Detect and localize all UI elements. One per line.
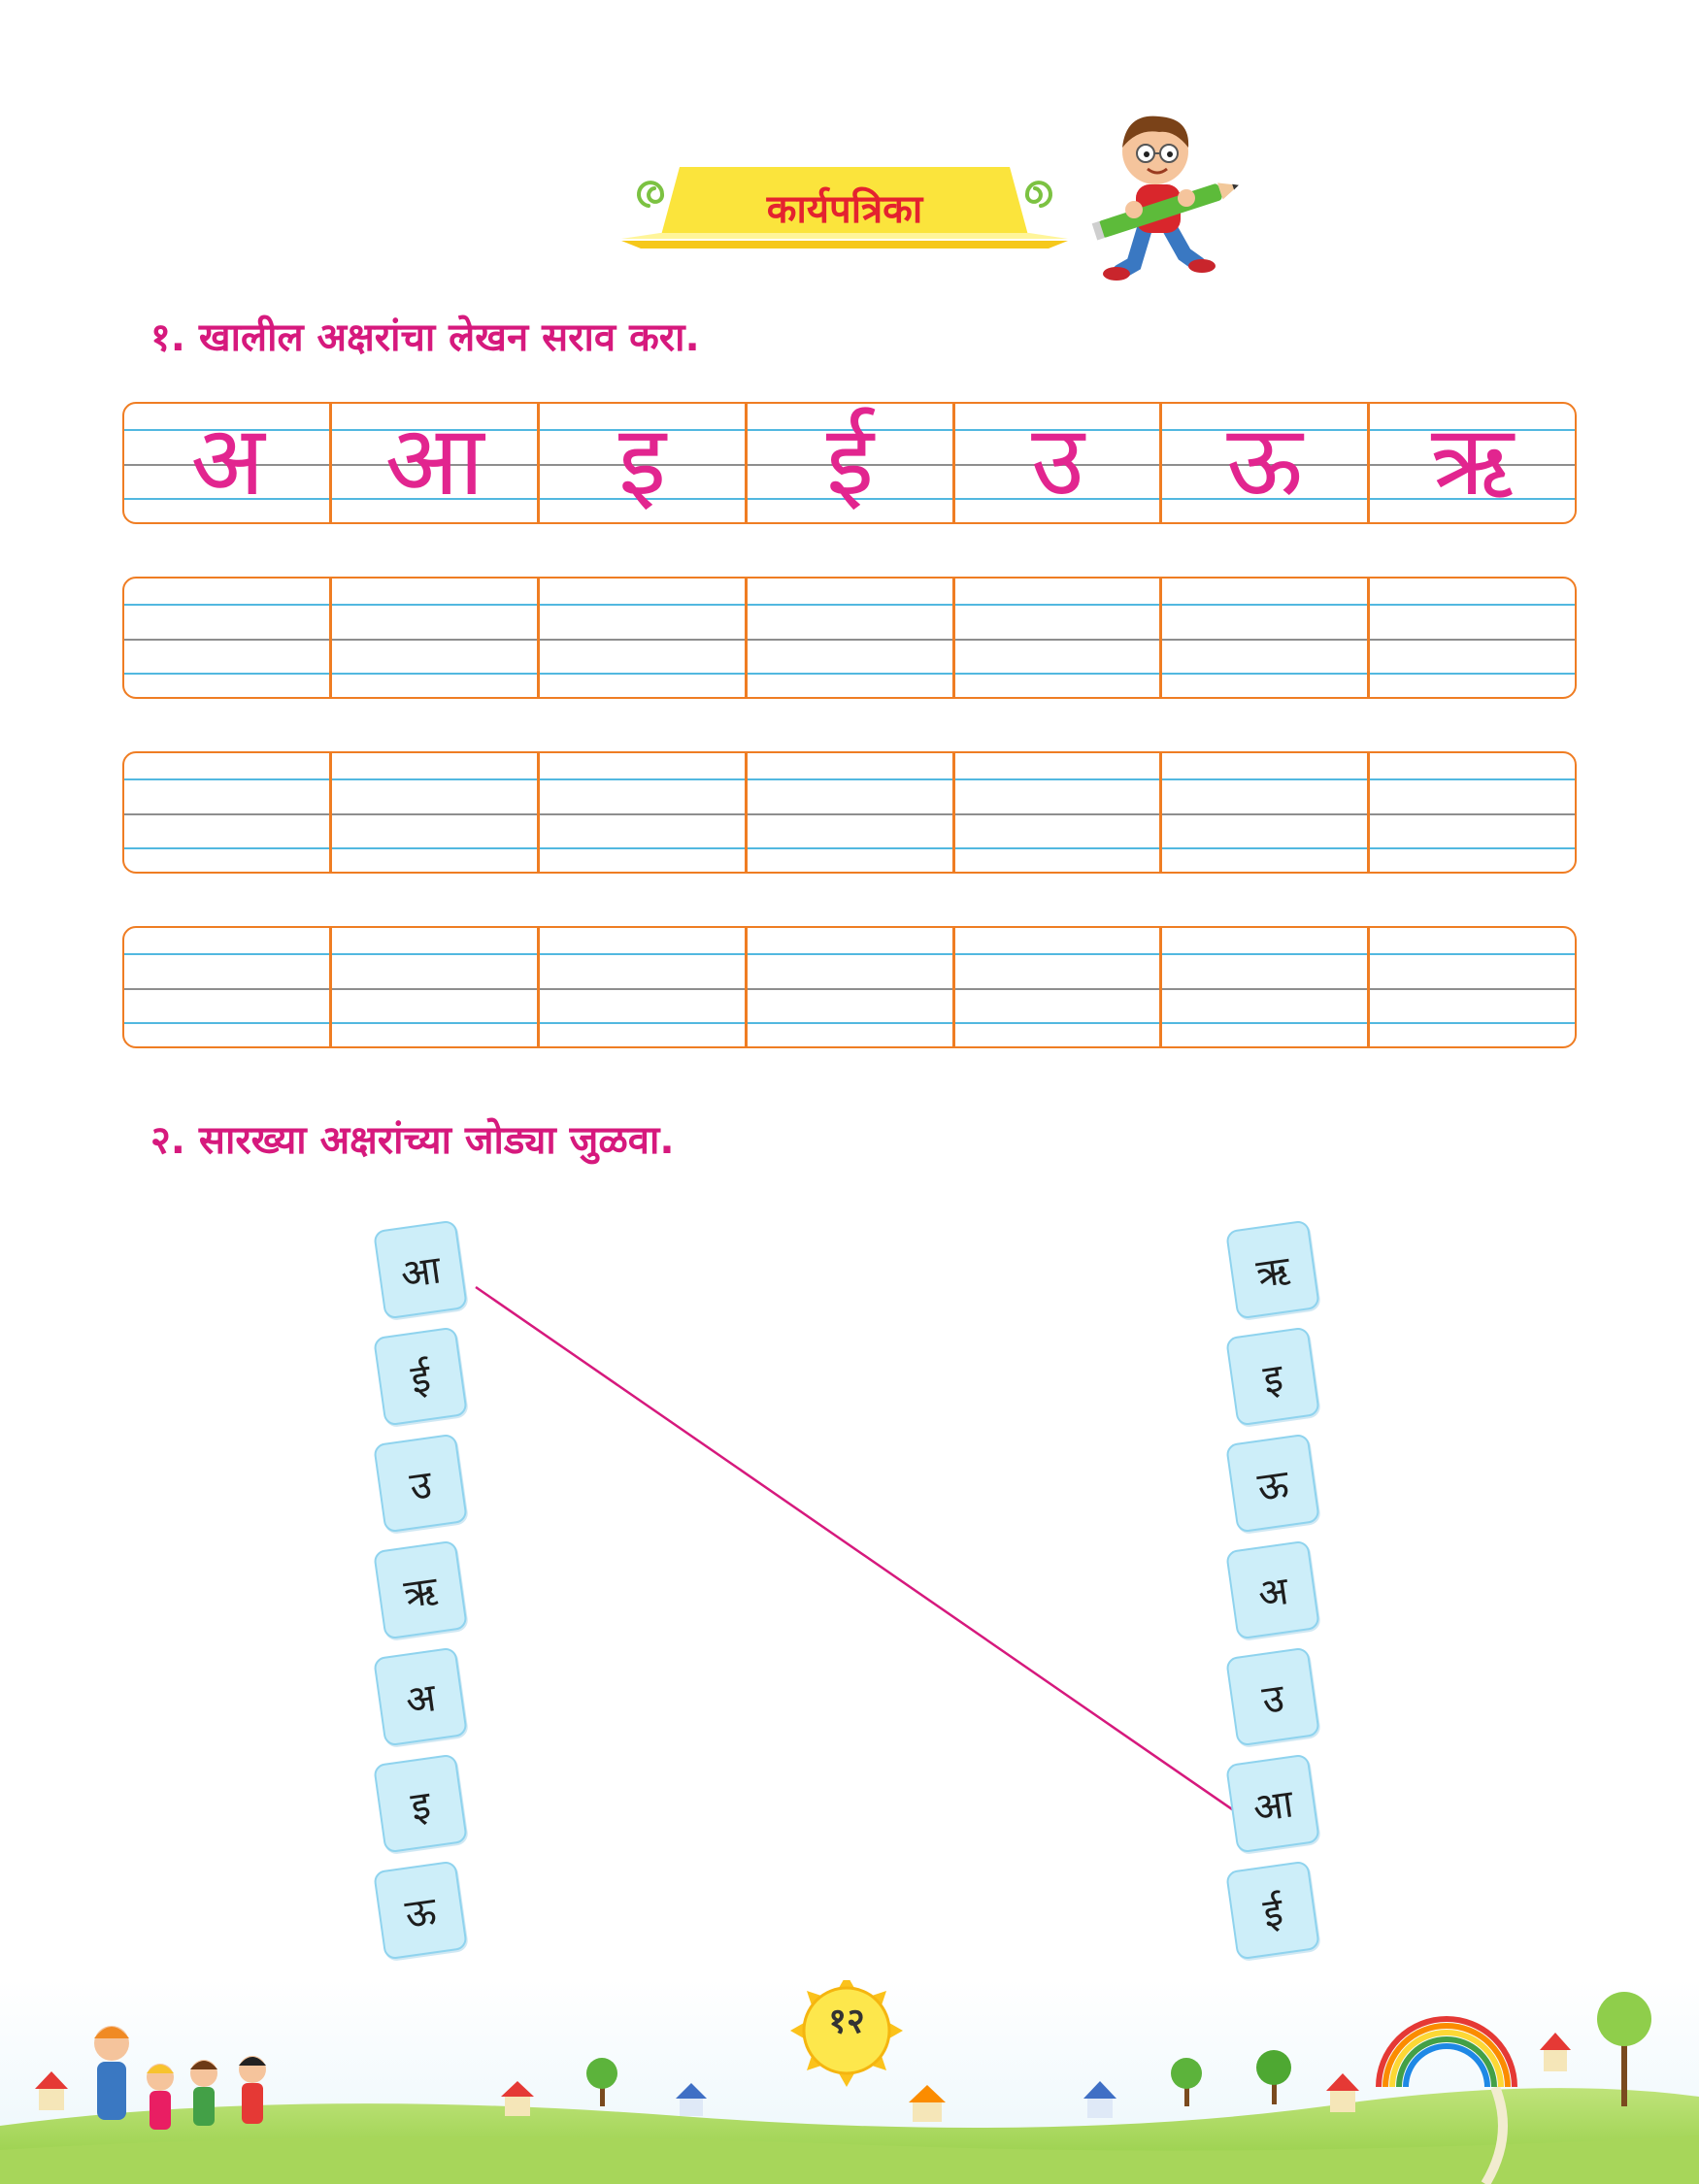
- left-tile[interactable]: ई: [373, 1326, 468, 1427]
- practice-row-example: अ आ इ ई उ ऊ ऋ: [122, 402, 1577, 524]
- page-number: १२: [828, 2002, 865, 2041]
- trace-letter: उ: [1031, 404, 1084, 517]
- left-tile[interactable]: इ: [373, 1753, 468, 1854]
- right-tile[interactable]: ई: [1225, 1860, 1320, 1961]
- left-tile[interactable]: ऊ: [373, 1860, 468, 1961]
- left-tile[interactable]: आ: [373, 1219, 468, 1320]
- title-banner: कार्यपत्रिका: [621, 163, 1068, 250]
- trace-letter: इ: [617, 404, 667, 517]
- left-tile[interactable]: ऋ: [373, 1539, 468, 1640]
- banner-shape: [621, 167, 1068, 248]
- right-tile[interactable]: इ: [1225, 1326, 1320, 1427]
- trace-letter: आ: [384, 404, 484, 517]
- example-match-line: [475, 1285, 1236, 1813]
- practice-row-blank[interactable]: [122, 577, 1577, 699]
- right-tile[interactable]: ऋ: [1225, 1219, 1320, 1320]
- trace-letter: ऋ: [1430, 404, 1515, 517]
- trace-letter: ऊ: [1226, 404, 1303, 517]
- right-tile[interactable]: अ: [1225, 1539, 1320, 1640]
- trace-letter: ई: [825, 404, 875, 517]
- practice-row-blank[interactable]: [122, 751, 1577, 874]
- footer-scenery: [0, 1980, 1699, 2184]
- right-tile[interactable]: आ: [1225, 1753, 1320, 1854]
- section2-heading: २. सारख्या अक्षरांच्या जोड्या जुळवा.: [150, 1118, 675, 1163]
- practice-row-blank[interactable]: [122, 926, 1577, 1048]
- trace-letter: अ: [190, 404, 265, 517]
- right-tile[interactable]: ऊ: [1225, 1433, 1320, 1534]
- boy-mascot-illustration: [1078, 109, 1243, 283]
- right-tile[interactable]: उ: [1225, 1646, 1320, 1747]
- page-title: कार्यपत्रिका: [766, 187, 923, 232]
- left-tile[interactable]: उ: [373, 1433, 468, 1534]
- section1-heading: १. खालील अक्षरांचा लेखन सराव करा.: [150, 315, 700, 360]
- left-tile[interactable]: अ: [373, 1646, 468, 1747]
